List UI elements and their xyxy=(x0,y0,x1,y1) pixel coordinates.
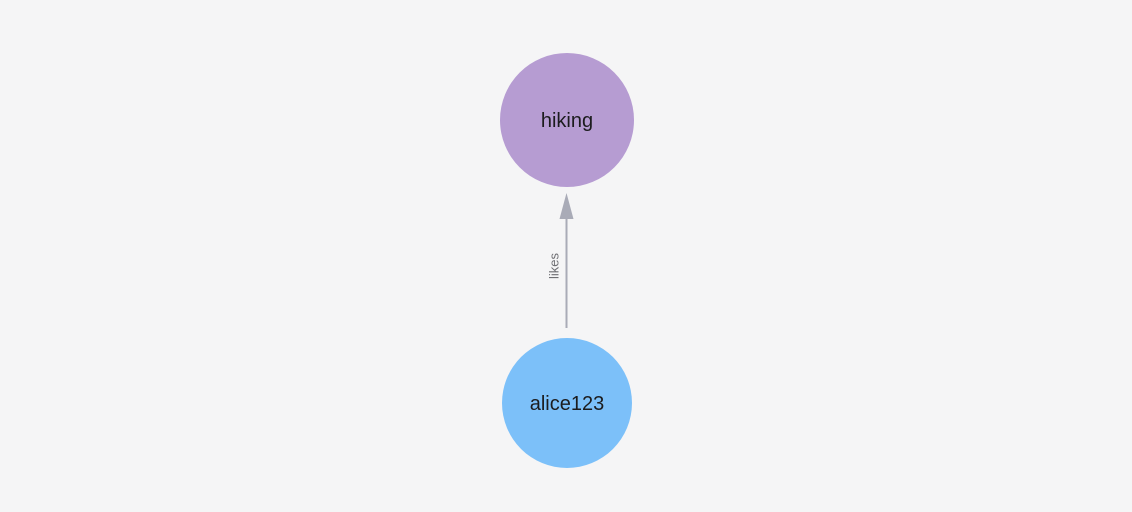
node-alice123-circle[interactable] xyxy=(502,338,632,468)
node-hiking-label: hiking xyxy=(541,110,593,132)
arrowhead-up-icon xyxy=(559,193,574,219)
edge-likes[interactable]: likes xyxy=(547,193,574,328)
edge-label: likes xyxy=(547,253,562,280)
node-alice123[interactable]: alice123 xyxy=(502,338,632,468)
node-alice123-label: alice123 xyxy=(530,393,605,415)
node-hiking-circle[interactable] xyxy=(500,53,634,187)
node-hiking[interactable]: hiking xyxy=(500,53,634,187)
